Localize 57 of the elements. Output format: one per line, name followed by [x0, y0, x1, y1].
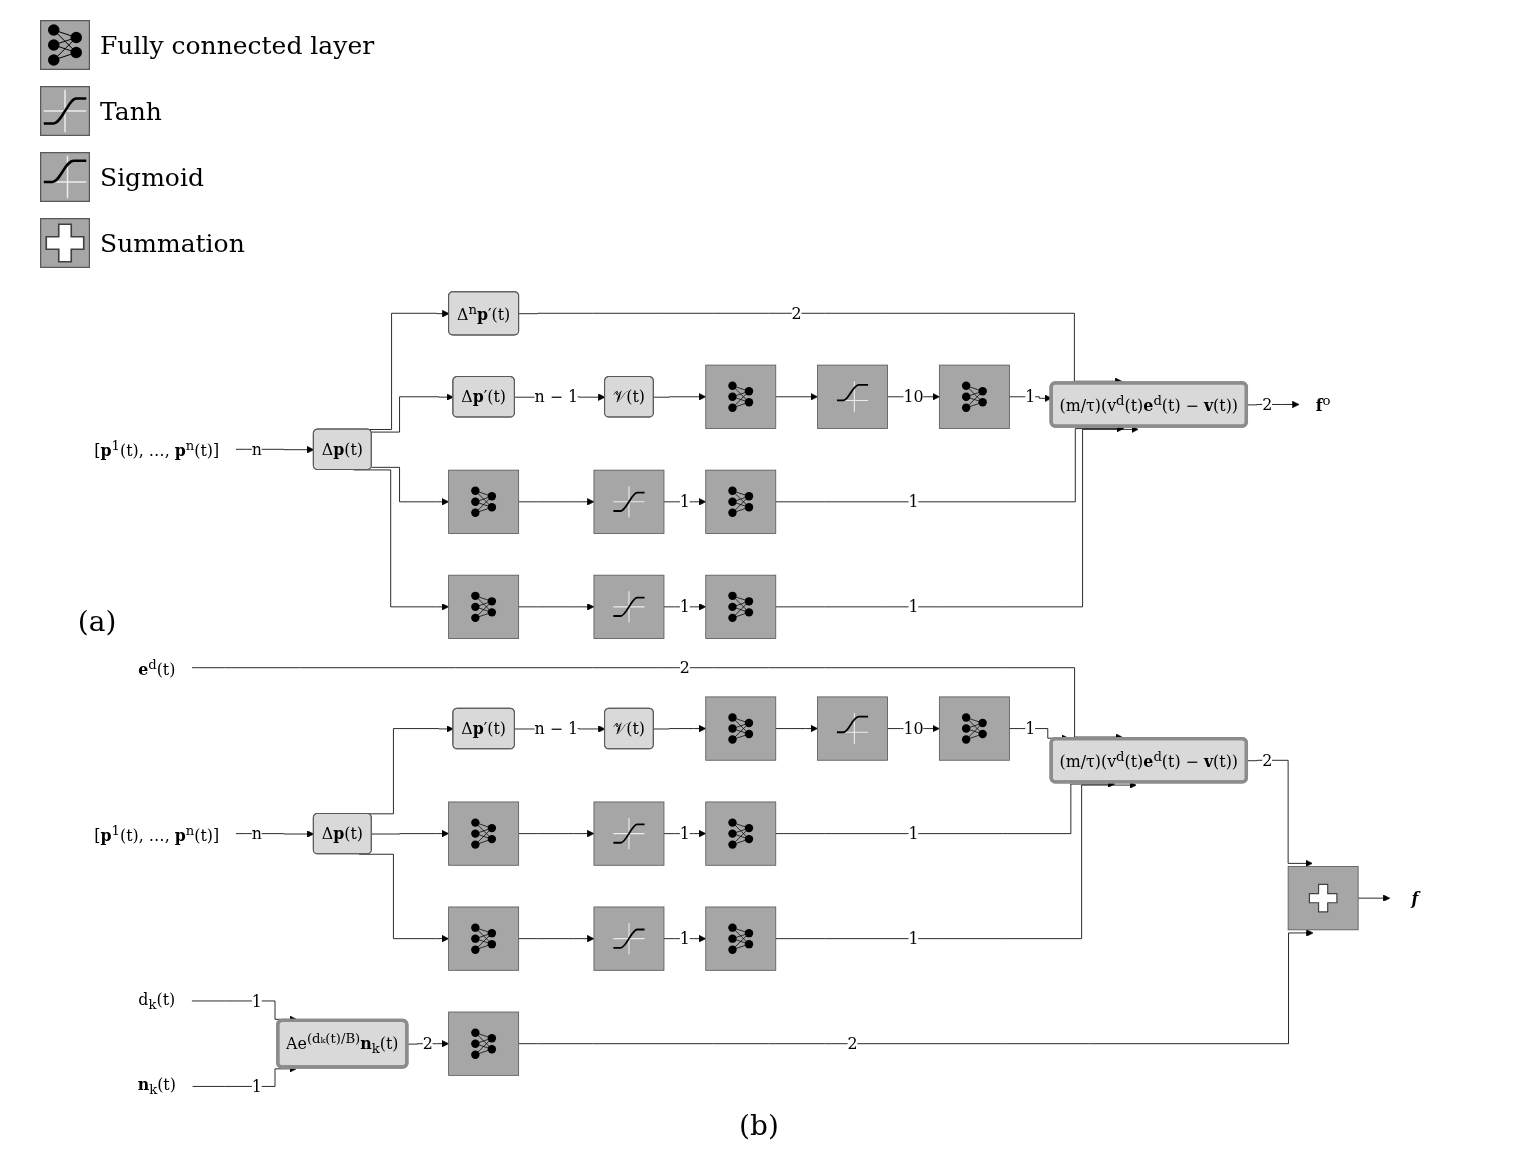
node-picture — [817, 696, 889, 761]
edge-label: 1 — [908, 597, 919, 616]
edge-label: 1 — [679, 492, 691, 511]
edge-label: 2 — [679, 658, 691, 677]
legend-label: Tanh — [100, 96, 162, 126]
node-picture — [448, 801, 520, 866]
node-picture — [593, 801, 665, 866]
node-picture — [705, 801, 777, 866]
edge-label: n − 1 — [534, 387, 579, 406]
edge-label: 10 — [903, 719, 924, 738]
edge-label: 2 — [1262, 750, 1273, 770]
node-text: [p$^{1}$(t), …, p$^{n}$(t)] — [94, 437, 220, 460]
node-picture — [705, 574, 777, 639]
node-picture — [705, 364, 777, 429]
edge-label: 1 — [908, 492, 919, 511]
edge-label: n — [251, 439, 263, 459]
node-picture — [593, 469, 665, 534]
node-text: n$_{k}$(t) — [137, 1075, 177, 1098]
edge-label: 2 — [791, 303, 802, 323]
node-text: d$_{k}$(t) — [138, 989, 176, 1013]
node-text: e$^{d}$(t) — [138, 656, 176, 679]
node-picture — [705, 469, 777, 534]
node-text: f — [1411, 888, 1419, 908]
node-text: f$^{o}$ — [1315, 392, 1331, 415]
panel-caption: (a) — [77, 606, 117, 639]
edge-label: 1 — [908, 929, 919, 948]
node-picture — [593, 574, 665, 639]
edge-label: 10 — [903, 387, 924, 406]
edge-label: 1 — [679, 597, 691, 616]
edge-label: 2 — [422, 1034, 433, 1053]
node-picture — [1287, 866, 1359, 931]
node-picture — [705, 696, 777, 761]
edge-label: 2 — [1262, 395, 1273, 414]
legend-label: Sigmoid — [100, 162, 204, 192]
legend-label: Summation — [100, 228, 245, 258]
edge-label: 2 — [847, 1034, 858, 1053]
edge-label: n — [251, 824, 263, 843]
edge-label: 1 — [679, 824, 691, 843]
node-picture — [705, 906, 777, 971]
edge-label: n − 1 — [534, 719, 579, 738]
edge-label: 1 — [251, 1077, 263, 1096]
node-picture — [448, 469, 520, 534]
panel-caption: (b) — [739, 1110, 779, 1143]
edge-label: 1 — [908, 824, 919, 843]
edge-label: 1 — [1025, 387, 1036, 406]
node-picture — [593, 906, 665, 971]
node-text: [p$^{1}$(t), …, p$^{n}$(t)] — [94, 822, 220, 844]
node-picture — [817, 364, 889, 429]
node-picture — [448, 574, 520, 639]
edge-label: 1 — [679, 929, 691, 948]
legend-label: Fully connected layer — [100, 30, 375, 60]
edge-label: 1 — [1025, 719, 1036, 738]
node-picture — [939, 364, 1010, 429]
node-picture — [448, 1011, 520, 1076]
edge-label: 1 — [251, 991, 263, 1010]
node-picture — [448, 906, 520, 971]
node-picture — [939, 696, 1010, 761]
